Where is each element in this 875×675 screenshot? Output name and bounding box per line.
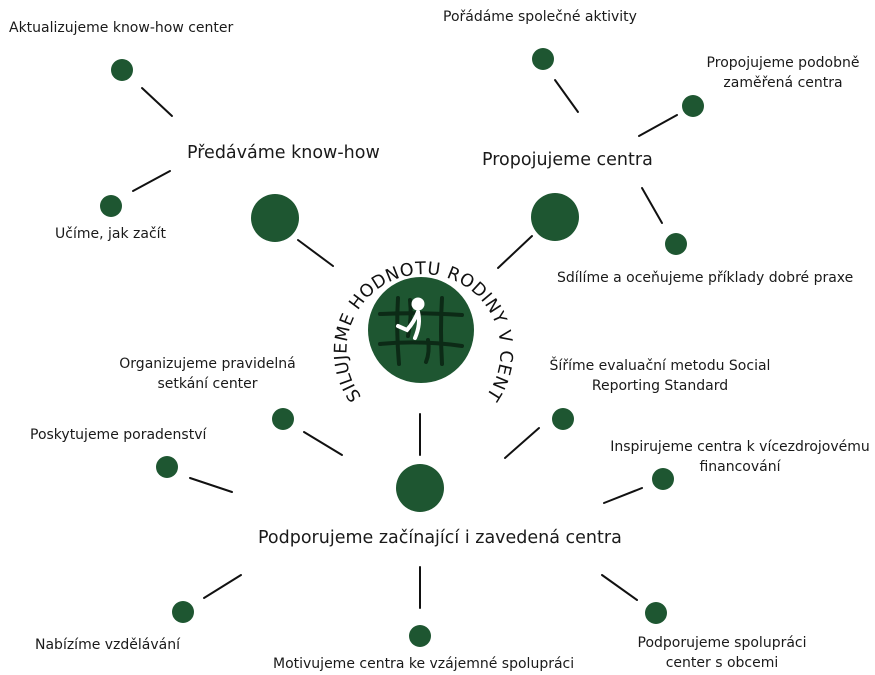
hub-node-know-how xyxy=(251,194,299,242)
item-mutual-cooperation: Motivujeme centra ke vzájemné spolupráci xyxy=(273,656,575,672)
item-share-practice: Sdílíme a oceňujeme příklady dobré praxe xyxy=(557,270,854,286)
connector-line xyxy=(303,431,343,456)
item-municipal-cooperation: Podporujeme spolupráci center s obcemi xyxy=(637,635,807,672)
item-update-know-how: Aktualizujeme know-how center xyxy=(9,20,234,36)
hub-node-connect xyxy=(531,193,579,241)
node-dot xyxy=(652,468,674,490)
connector-line xyxy=(297,239,334,267)
connector-line xyxy=(504,427,540,459)
connector-line xyxy=(603,487,643,504)
connector-line xyxy=(203,574,242,599)
node-dot xyxy=(532,48,554,70)
branch-title-know-how: Předáváme know-how xyxy=(187,143,380,163)
node-dot xyxy=(409,625,431,647)
item-regular-meetings: Organizujeme pravidelná setkání center xyxy=(119,356,296,393)
connector-line xyxy=(641,187,663,224)
item-education: Nabízíme vzdělávání xyxy=(35,637,180,653)
node-dot xyxy=(665,233,687,255)
connector-line xyxy=(141,87,173,117)
connector-line xyxy=(132,170,171,192)
node-dot xyxy=(645,602,667,624)
node-dot xyxy=(100,195,122,217)
branch-title-connect: Propojujeme centra xyxy=(482,150,653,170)
item-counseling: Poskytujeme poradenství xyxy=(30,427,207,443)
connector-lines xyxy=(132,79,678,609)
node-dot xyxy=(172,601,194,623)
family-center-logo xyxy=(368,277,474,383)
node-dot xyxy=(156,456,178,478)
node-dot xyxy=(552,408,574,430)
connector-line xyxy=(601,574,638,601)
node-dot xyxy=(111,59,133,81)
node-dot xyxy=(682,95,704,117)
connector-line xyxy=(189,477,233,493)
node-dot xyxy=(272,408,294,430)
branch-title-support: Podporujeme začínající i zavedená centra xyxy=(258,528,622,548)
item-teach-start: Učíme, jak začít xyxy=(55,226,167,242)
item-social-reporting: Šíříme evaluační metodu Social Reporting… xyxy=(549,358,771,395)
item-common-activities: Pořádáme společné aktivity xyxy=(443,9,637,25)
hub-node-support xyxy=(396,464,444,512)
item-connect-similar: Propojujeme podobně zaměřená centra xyxy=(706,55,860,92)
item-multisource-funding: Inspirujeme centra k vícezdrojovému fina… xyxy=(610,439,870,476)
connector-line xyxy=(638,114,678,137)
connector-line xyxy=(497,235,533,269)
connector-line xyxy=(554,79,579,113)
node-layer xyxy=(100,48,704,647)
